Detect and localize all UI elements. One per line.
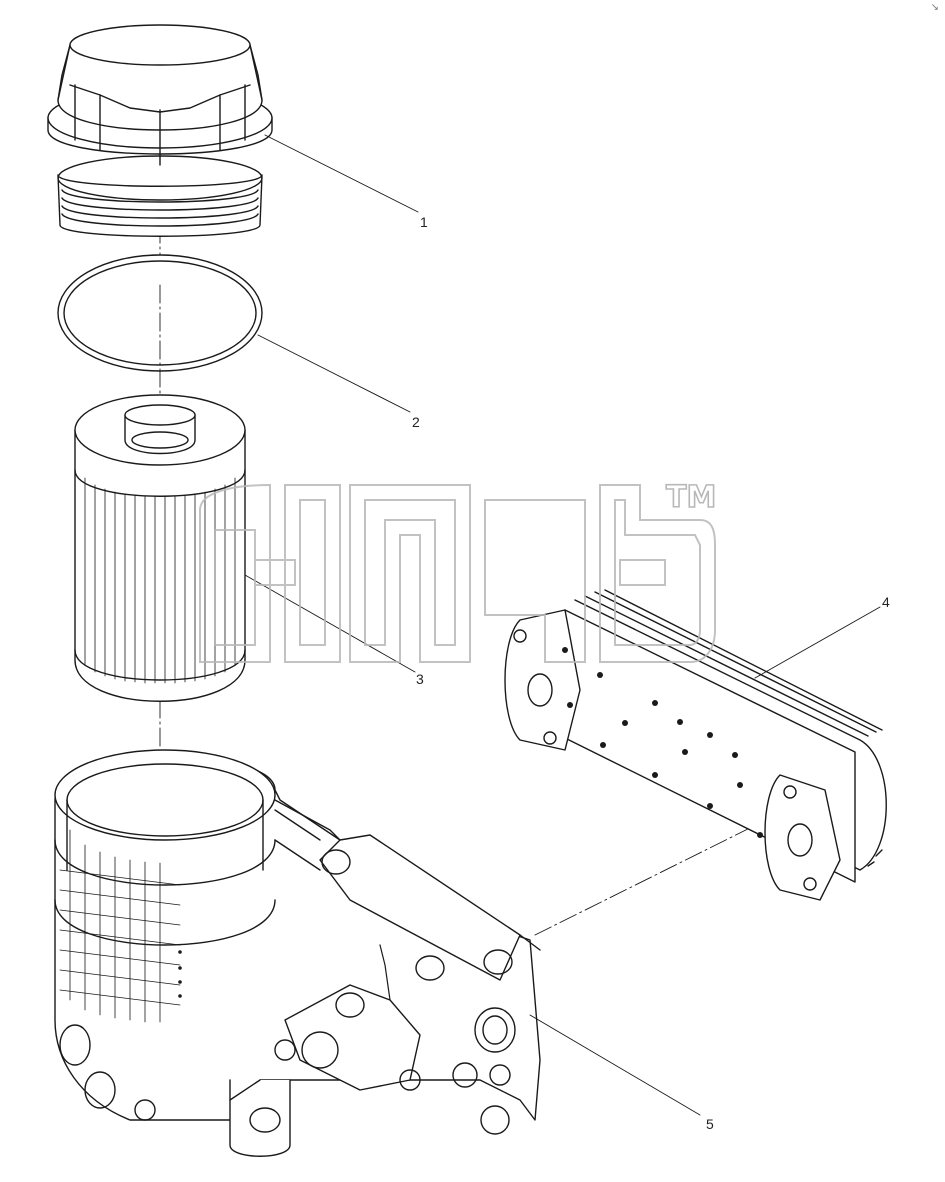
o-ring xyxy=(57,254,263,372)
leader-line-5 xyxy=(529,1014,701,1116)
callout-label-1: 1 xyxy=(420,214,428,230)
watermark-tm: TM xyxy=(666,480,716,515)
corner-mark: ↘ xyxy=(930,2,939,13)
watermark-logo xyxy=(199,483,716,663)
leader-line-3 xyxy=(244,574,416,673)
oil-cooler xyxy=(504,589,887,901)
leader-line-2 xyxy=(257,334,411,413)
callout-label-3: 3 xyxy=(416,671,424,687)
filter-housing xyxy=(54,749,541,1157)
filter-element xyxy=(74,394,246,702)
leader-line-1 xyxy=(264,134,419,213)
leader-line-4 xyxy=(754,606,881,679)
callout-label-5: 5 xyxy=(706,1116,714,1132)
leader-lines xyxy=(244,134,881,1116)
callout-label-2: 2 xyxy=(412,414,420,430)
callout-label-4: 4 xyxy=(882,594,890,610)
filter-cap xyxy=(47,24,273,237)
